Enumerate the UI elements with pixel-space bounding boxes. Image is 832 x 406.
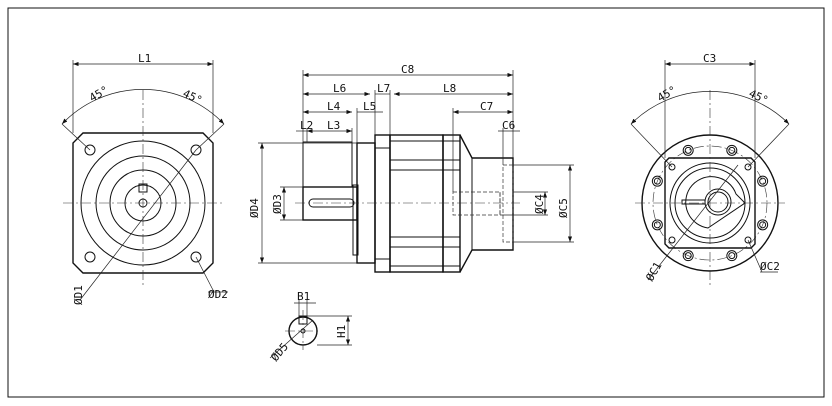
rear-view: C3 45° 45° ØC1 ØC2 [630, 52, 790, 285]
key-section-view: B1 H1 ØD5 [268, 290, 352, 364]
dim-l4-label: L4 [327, 100, 341, 113]
dim-d5-label: ØD5 [268, 340, 291, 364]
rear-angle-right-label: 45° [747, 87, 771, 107]
dim-c8-label: C8 [401, 63, 414, 76]
bolt-hole [726, 250, 738, 262]
bolt-hole [651, 219, 663, 231]
dim-l3-label: L3 [327, 119, 340, 132]
dim-d3-label: ØD3 [271, 194, 284, 214]
bolt-hole [651, 175, 663, 187]
rear-angle-left-label: 45° [655, 83, 679, 104]
dim-l5-label: L5 [363, 100, 376, 113]
angle-right-label: 45° [181, 87, 205, 107]
dim-c5-label: ØC5 [557, 198, 570, 218]
dim-l8-label: L8 [443, 82, 456, 95]
dim-h1-label: H1 [335, 325, 348, 338]
dim-c3-label: C3 [703, 52, 716, 65]
drawing-frame [7, 7, 825, 398]
front-view: L1 45° 45° ØD1 ØD2 [61, 52, 228, 305]
dim-c6-label: C6 [502, 119, 515, 132]
bolt-hole [757, 219, 769, 231]
bolt-hole [653, 221, 661, 229]
bolt-hole [759, 177, 767, 185]
bolt-hole [682, 250, 694, 262]
bolt-hole [728, 252, 736, 260]
bolt-hole [728, 146, 736, 154]
bolt-hole [684, 252, 692, 260]
dim-l1-label: L1 [138, 52, 151, 65]
dim-c7-label: C7 [480, 100, 493, 113]
bolt-hole [726, 144, 738, 156]
dim-b1-label: B1 [297, 290, 310, 303]
bolt-hole [759, 221, 767, 229]
dim-c4-label: ØC4 [533, 194, 546, 214]
dim-l2-label: L2 [300, 119, 313, 132]
dim-c2-label: ØC2 [760, 260, 780, 273]
dim-l6-label: L6 [333, 82, 346, 95]
side-view: C8 L6 L7 L8 L4 L5 C7 L2 L3 C6 ØD4 ØD3 ØC… [248, 63, 574, 273]
dim-d1-label: ØD1 [72, 285, 85, 305]
dim-l7-label: L7 [377, 82, 390, 95]
angle-left-label: 45° [87, 83, 111, 104]
bolt-hole [682, 144, 694, 156]
bolt-hole [684, 146, 692, 154]
dim-d4-label: ØD4 [248, 198, 261, 218]
dim-d2-label: ØD2 [208, 288, 228, 301]
bolt-hole [653, 177, 661, 185]
bolt-hole [757, 175, 769, 187]
